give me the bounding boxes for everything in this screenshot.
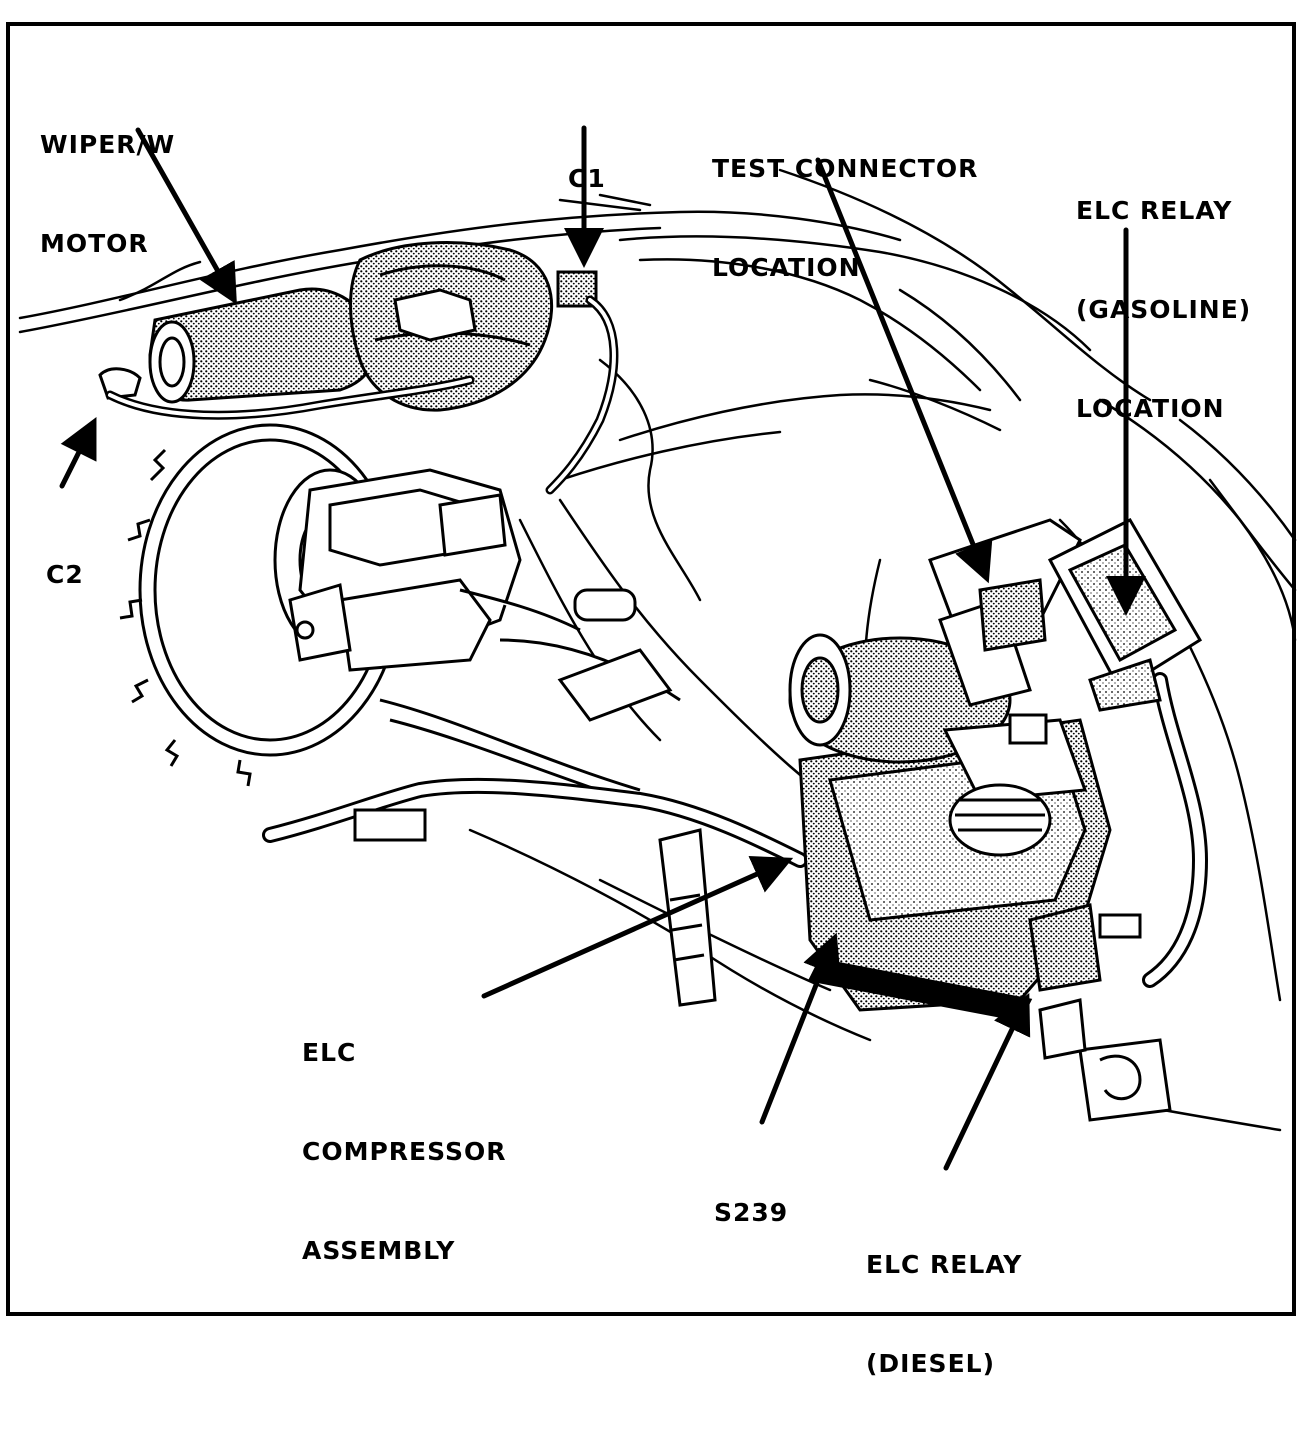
master-cylinder <box>288 468 681 812</box>
callout-c1-line1: C1 <box>568 164 606 193</box>
leader-wiper-motor <box>135 127 237 305</box>
wiper-motor <box>98 241 598 412</box>
diagram-canvas: WIPER/W MOTOR C1 TEST CONNECTOR LOCATION… <box>6 22 1297 1378</box>
callout-wiper-motor-line2: MOTOR <box>40 229 149 258</box>
callout-elc-relay-diesel: ELC RELAY (DIESEL) <box>866 1182 1022 1446</box>
leader-s239 <box>759 932 841 1125</box>
leader-test-connector <box>815 157 993 584</box>
callout-c2: C2 <box>46 492 85 657</box>
diagram-border <box>6 22 1296 1316</box>
callout-s239-line1: S239 <box>714 1198 789 1227</box>
callout-elc-relay-gasoline-line3: LOCATION <box>1076 394 1225 423</box>
callout-elc-relay-gasoline-line2: (GASOLINE) <box>1076 295 1252 324</box>
callout-test-connector-line1: TEST CONNECTOR <box>712 154 979 183</box>
callout-elc-relay-gasoline-line1: ELC RELAY <box>1076 196 1233 225</box>
leader-elc-relay-diesel <box>943 992 1031 1171</box>
callout-elc-relay-diesel-line1: ELC RELAY <box>866 1250 1023 1279</box>
callout-wiper-motor: WIPER/W MOTOR <box>40 62 175 326</box>
wiper-harness-core <box>108 298 616 492</box>
elc-compressor <box>788 633 1112 1022</box>
callout-elc-compressor-line3: ASSEMBLY <box>302 1236 456 1265</box>
callout-c1: C1 <box>568 96 607 261</box>
callout-test-connector-line2: LOCATION <box>712 253 861 282</box>
callout-test-connector: TEST CONNECTOR LOCATION <box>712 86 978 350</box>
callout-leaders <box>59 125 1146 1171</box>
leader-c2 <box>59 417 97 489</box>
leader-elc-compressor <box>481 855 794 999</box>
callout-elc-compressor: ELC COMPRESSOR ASSEMBLY <box>302 970 507 1333</box>
callout-wiper-motor-line1: WIPER/W <box>40 130 176 159</box>
callout-elc-compressor-line1: ELC <box>302 1038 357 1067</box>
callout-c2-line1: C2 <box>46 560 84 589</box>
callout-elc-relay-gasoline: ELC RELAY (GASOLINE) LOCATION <box>1076 128 1251 491</box>
engine-bay-illustration <box>18 125 1297 1171</box>
callout-s239: S239 <box>714 1130 788 1295</box>
diesel-relay <box>1028 903 1142 1060</box>
harness-connector <box>353 808 427 842</box>
callout-elc-relay-diesel-line2: (DIESEL) <box>866 1349 995 1378</box>
support-bracket <box>658 828 1172 1122</box>
callout-elc-compressor-line2: COMPRESSOR <box>302 1137 507 1166</box>
